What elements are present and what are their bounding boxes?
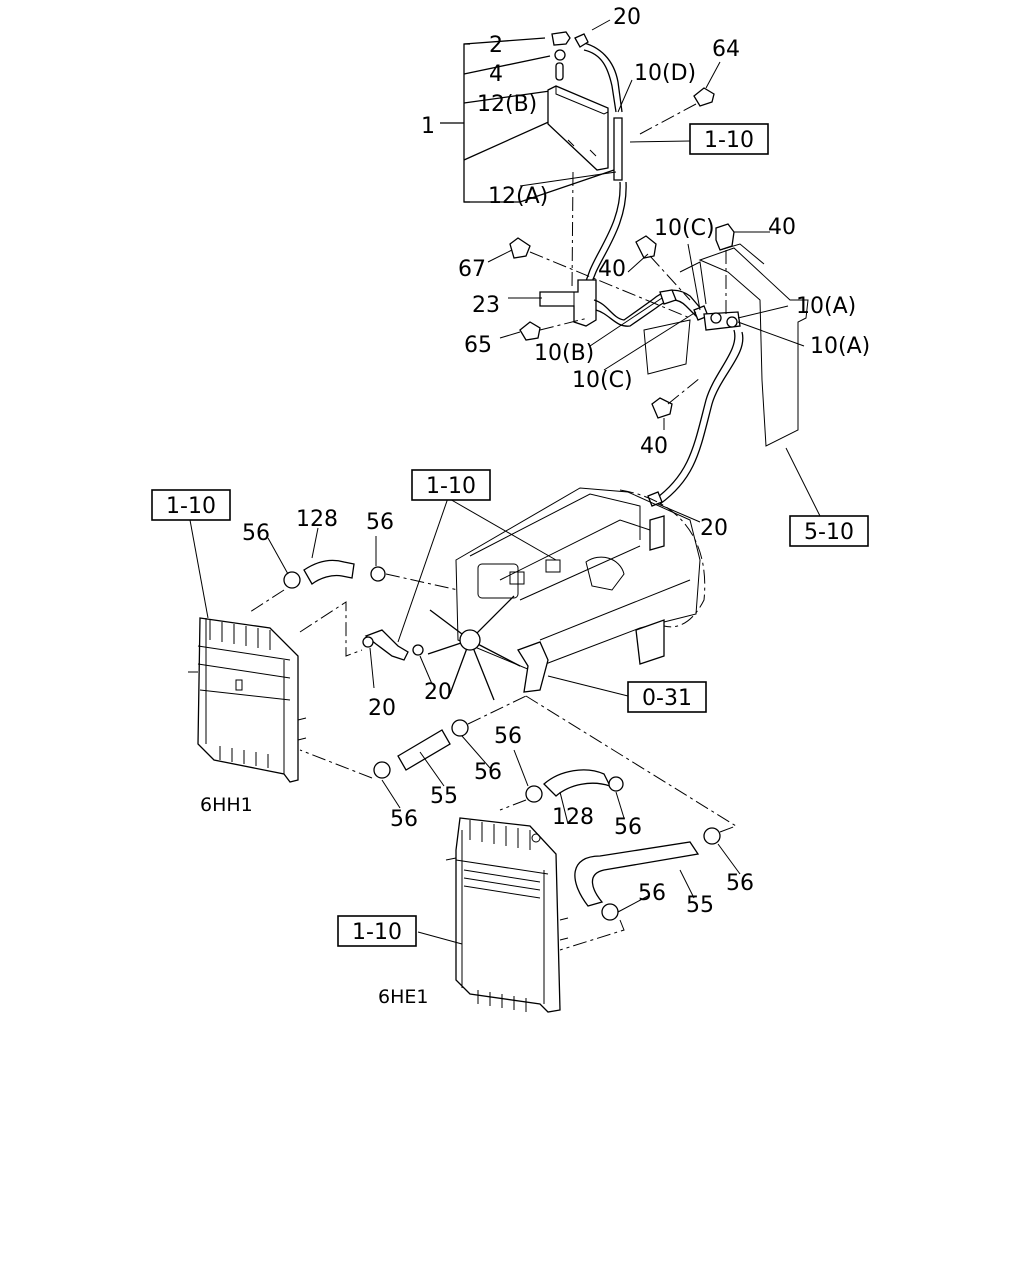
hose-12a — [613, 117, 623, 181]
callout-4: 4 — [489, 62, 503, 87]
cooling-fan — [427, 595, 521, 701]
callout-56-g: 56 — [638, 881, 666, 906]
reservoir-cap — [551, 31, 571, 46]
callout-55-a: 55 — [430, 784, 458, 809]
callout-10a-1: 10(A) — [796, 294, 856, 319]
callout-10c-top: 10(C) — [654, 216, 715, 241]
callout-67: 67 — [458, 257, 486, 282]
hose-128-a — [303, 559, 355, 585]
callout-56-h: 56 — [726, 871, 754, 896]
callout-12a: 12(A) — [488, 184, 548, 209]
callout-40-low: 40 — [640, 434, 668, 459]
reference-boxes: 1-10 1-10 1-10 5-10 0-31 1-10 — [151, 123, 869, 947]
callout-10d: 10(D) — [634, 61, 696, 86]
callout-64: 64 — [712, 37, 740, 62]
bolt-67 — [509, 237, 531, 259]
callout-1: 1 — [421, 114, 435, 139]
callout-40-mid: 40 — [598, 257, 626, 282]
ref-box-engine-label: 1-10 — [426, 474, 476, 499]
callout-23: 23 — [472, 293, 500, 318]
thermostat-outlet — [649, 515, 665, 551]
bolt-40-top — [715, 223, 735, 251]
middle-leaders — [487, 231, 821, 523]
callout-55-b: 55 — [686, 893, 714, 918]
lower-leaders — [417, 749, 741, 945]
callout-20-mid: 20 — [700, 516, 728, 541]
reservoir-tank — [547, 85, 609, 171]
callout-40-right: 40 — [768, 215, 796, 240]
ref-box-engine[interactable]: 1-10 — [411, 469, 491, 501]
callout-56-e: 56 — [494, 724, 522, 749]
ref-box-bottom[interactable]: 1-10 — [337, 915, 417, 947]
bolt-40-low — [651, 397, 673, 419]
callout-12b: 12(B) — [477, 92, 537, 117]
bracket-23 — [539, 279, 597, 327]
clip-10a-1 — [710, 312, 722, 324]
callout-56-d: 56 — [390, 807, 418, 832]
ref-box-5-10[interactable]: 5-10 — [789, 515, 869, 547]
ref-box-0-31[interactable]: 0-31 — [627, 681, 707, 713]
lower-hoses — [499, 769, 737, 951]
clamp-56-a — [283, 571, 301, 589]
filler-neck — [555, 62, 564, 81]
nut-65 — [519, 321, 541, 341]
clip-10c-a — [659, 289, 677, 305]
variant-label-6hh1: 6HH1 — [200, 794, 253, 816]
callout-56-a: 56 — [242, 521, 270, 546]
hose-55-a — [397, 729, 451, 771]
clip-20-l1 — [362, 636, 374, 648]
bolt-40-mid — [635, 235, 657, 259]
callout-20-top: 20 — [613, 5, 641, 30]
clamp-56-c — [451, 719, 469, 737]
radiator-6he1 — [445, 817, 569, 1013]
upper-hoses — [249, 559, 737, 827]
callout-56-c: 56 — [474, 760, 502, 785]
bolt-64 — [693, 87, 715, 107]
ref-box-top[interactable]: 1-10 — [689, 123, 769, 155]
ref-box-top-label: 1-10 — [704, 128, 754, 153]
ref-box-left-label: 1-10 — [166, 494, 216, 519]
ref-box-5-10-label: 5-10 — [804, 520, 854, 545]
hose-128-b — [543, 769, 612, 797]
clamp-56-h — [601, 903, 619, 921]
clamp-56-f — [525, 785, 543, 803]
oil-filter — [635, 619, 665, 665]
ref-box-0-31-label: 0-31 — [642, 686, 692, 711]
callout-128-a: 128 — [296, 507, 338, 532]
callout-20-l1: 20 — [368, 696, 396, 721]
hose-55-b — [574, 841, 700, 907]
engine — [427, 487, 706, 701]
callout-labels: 2 4 12(B) 1 12(A) 20 64 10(D) 10(C) 40 4… — [242, 5, 870, 918]
callout-65: 65 — [464, 333, 492, 358]
clamp-56-g — [608, 776, 624, 792]
top-leaders — [519, 19, 721, 187]
clamp-56-b — [370, 566, 386, 582]
radiator-6hh1 — [188, 617, 307, 783]
variant-label-6he1: 6HE1 — [378, 986, 428, 1008]
bypass-hose-20 — [364, 629, 409, 661]
callout-10a-2: 10(A) — [810, 334, 870, 359]
callout-2: 2 — [489, 33, 503, 58]
ref-box-left[interactable]: 1-10 — [151, 489, 231, 521]
bracket-assembly — [509, 223, 809, 507]
clamp-56-d — [373, 761, 391, 779]
ref-box-bottom-label: 1-10 — [352, 920, 402, 945]
engine-inlet-hose — [517, 641, 549, 693]
clip-20-top — [574, 33, 589, 48]
callout-128-b: 128 — [552, 805, 594, 830]
clamp-56-i — [703, 827, 721, 845]
engine-leaders — [397, 497, 629, 697]
callout-56-b: 56 — [366, 510, 394, 535]
cap-washer — [554, 49, 566, 61]
clip-20-l2 — [412, 644, 424, 656]
callout-20-l2: 20 — [424, 680, 452, 705]
callout-10b: 10(B) — [534, 341, 594, 366]
callout-56-f: 56 — [614, 815, 642, 840]
upper-leaders — [189, 519, 491, 809]
clip-10a-2 — [726, 316, 738, 328]
callout-10c-low: 10(C) — [572, 368, 633, 393]
reservoir-tank-assembly — [440, 31, 715, 293]
